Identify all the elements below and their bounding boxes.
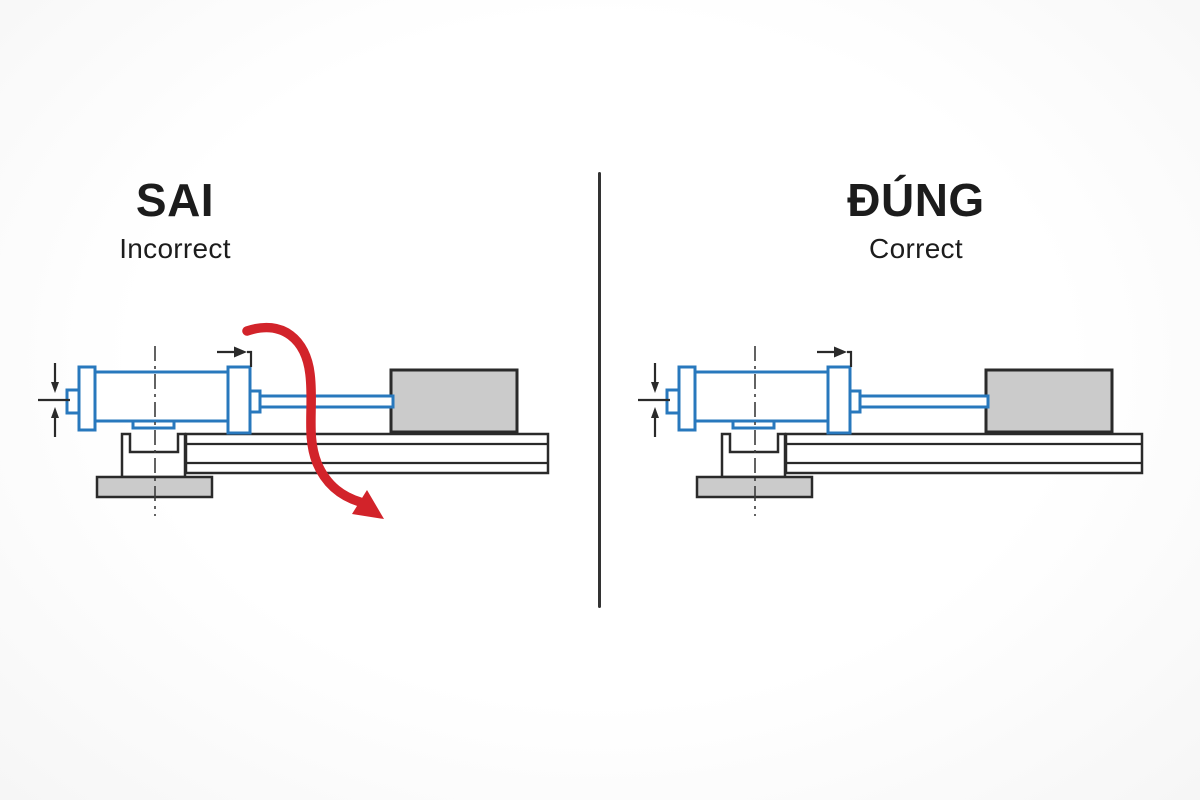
panel-correct: ĐÚNG Correct — [600, 0, 1200, 800]
rear-boss — [65, 388, 81, 415]
cylinder-body — [93, 370, 230, 423]
cylinder-diagram-incorrect — [38, 322, 550, 519]
piston-rod — [258, 394, 395, 409]
air-cylinder — [65, 365, 395, 435]
panel-title: SAI — [135, 174, 215, 226]
cylinder-body — [693, 370, 830, 423]
rear-cap — [677, 365, 697, 432]
mounting-bracket — [120, 432, 187, 479]
panel-title: ĐÚNG — [847, 174, 985, 226]
panel-subtitle: Incorrect — [119, 233, 231, 265]
guide-rail — [184, 432, 550, 475]
front-cap — [226, 365, 252, 435]
guide-rail — [784, 432, 1144, 475]
panel-title-block: SAI Incorrect — [25, 176, 325, 265]
piston-rod — [858, 394, 990, 409]
load-block — [389, 368, 519, 434]
rear-boss — [665, 388, 681, 415]
panel-divider — [598, 172, 601, 608]
alignment-tolerance-arrows-icon — [638, 363, 670, 437]
cylinder-diagram-correct — [638, 346, 1144, 516]
rear-cap — [77, 365, 97, 432]
panel-subtitle: Correct — [869, 233, 963, 265]
misalignment-arrow-icon — [242, 322, 384, 519]
panel-incorrect: SAI Incorrect — [25, 176, 550, 519]
panel-title-block: ĐÚNG Correct — [766, 176, 1066, 265]
front-cap — [826, 365, 852, 435]
load-block — [984, 368, 1114, 434]
stroke-direction-arrow-icon — [817, 346, 853, 367]
alignment-tolerance-arrows-icon — [38, 363, 70, 437]
stroke-direction-arrow-icon — [217, 346, 253, 367]
mounting-bracket — [720, 432, 787, 479]
air-cylinder — [665, 365, 990, 435]
